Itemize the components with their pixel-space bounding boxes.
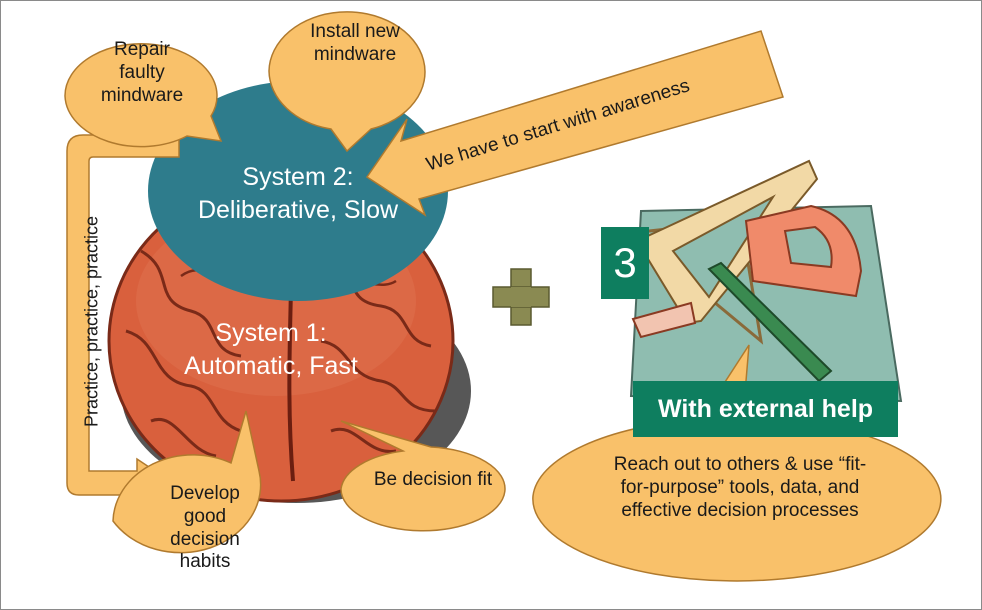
bubble-install [268, 11, 426, 153]
install-mindware-text: Install new mindware [310, 21, 400, 65]
decision-fit-text: Be decision fit [373, 469, 493, 490]
awareness-arrow [365, 30, 784, 217]
system1-subtitle: Automatic, Fast [184, 351, 358, 380]
external-help-banner: With external help [633, 381, 898, 437]
practice-loop-arrow [66, 134, 180, 509]
develop-habits-text: Develop good decision habits [170, 483, 240, 573]
bubble-reach-out [532, 344, 942, 582]
system2-subtitle: Deliberative, Slow [197, 195, 399, 224]
practice-text: Practice, practice, practice [81, 215, 102, 428]
reach-out-text: Reach out to others & use “fit-for-purpo… [613, 454, 867, 521]
bubble-repair [64, 43, 223, 148]
system2-label: System 2: Deliberative, Slow [183, 161, 413, 226]
repair-mindware-text: Repair faulty mindware [100, 39, 184, 106]
number-badge: 3 [601, 227, 649, 299]
system2-title: System 2: [242, 163, 354, 191]
system1-label: System 1: Automatic, Fast [151, 317, 391, 382]
system1-title: System 1: [215, 319, 327, 347]
plus-icon [492, 268, 550, 326]
bubble-fit [340, 420, 506, 532]
system2-disc [148, 81, 448, 301]
bubble-habits [112, 410, 262, 554]
drafting-tools-clipart [627, 159, 903, 403]
